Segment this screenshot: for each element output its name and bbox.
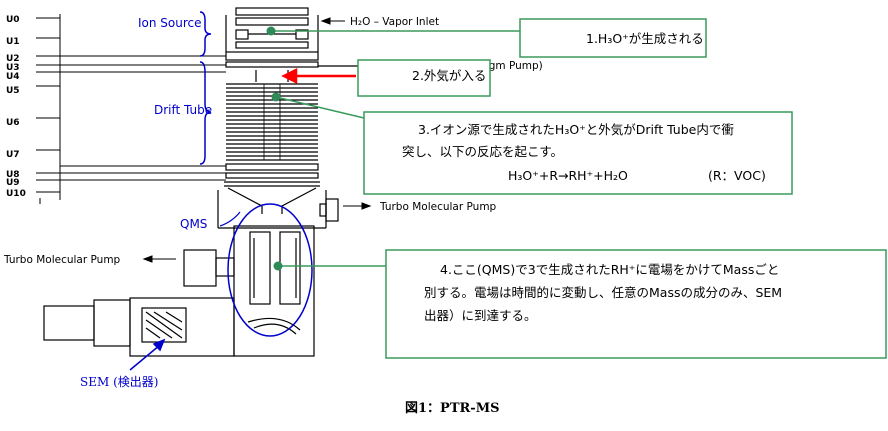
turbo-pump-left-arrow (142, 255, 176, 263)
ion-source (225, 7, 319, 52)
callout-leaders (272, 30, 520, 267)
label-u7: U7 (6, 150, 20, 160)
callout-2: 2.外気が入る (357, 59, 491, 97)
callout-3-note: (R：VOC) (708, 168, 766, 183)
turbo-pump-right-label: Turbo Molecular Pump (379, 201, 497, 213)
qms-highlight-ellipse (227, 203, 313, 337)
vapor-inlet-label: H₂O – Vapor Inlet (350, 16, 439, 28)
diaphragm-pump-label: ragm Pump) (478, 60, 543, 72)
sem-label: SEM (検出器) (80, 375, 158, 389)
callout-2-text: 2.外気が入る (412, 68, 486, 83)
callout-3-reaction: H₃O⁺+R→RH⁺+H₂O (508, 168, 628, 183)
vapor-inlet-arrow (320, 17, 345, 25)
callout-4-line2: 別する。電場は時間的に変動し、任意のMassの成分のみ、SEM (424, 285, 782, 300)
section-braces (199, 11, 212, 165)
label-u8: U8 (6, 170, 20, 180)
label-u1: U1 (6, 37, 20, 47)
ion-source-label: Ion Source (138, 16, 202, 30)
label-u10: U10 (6, 189, 26, 199)
label-u9: U9 (6, 178, 20, 188)
figure-caption: 図1：PTR-MS (405, 401, 499, 416)
turbo-pump-right-arrow (343, 202, 372, 210)
qms-pointer (219, 211, 241, 227)
callout-1-text: 1.H₃O⁺が生成される (586, 31, 704, 46)
electrode-ladder (36, 14, 226, 204)
outside-air-arrow (281, 67, 356, 85)
qms-body (233, 225, 315, 357)
callout-4: 4.ここ(QMS)で3で生成されたRH⁺に電場をかけてMassごと 別する。電場… (385, 249, 887, 359)
callout-1: 1.H₃O⁺が生成される (519, 18, 707, 58)
callout-4-line3: 出器）に到達する。 (424, 308, 537, 323)
sem-pointer-arrow (129, 338, 166, 371)
callout-3-line2: 突し、以下の反応を起こす。 (402, 144, 563, 159)
callout-3-line1: 3.イオン源で生成されたH₃O⁺と外気がDrift Tube内で衝 (418, 122, 734, 137)
electrode-labels: U0 U1 U2 U3 U4 U5 U6 U7 U8 U9 U10 (6, 15, 26, 199)
sem-detector (43, 297, 235, 357)
callout-4-line1: 4.ここ(QMS)で3で生成されたRH⁺に電場をかけてMassごと (440, 262, 779, 277)
label-u6: U6 (6, 118, 20, 128)
label-u5: U5 (6, 86, 20, 96)
label-u3: U3 (6, 63, 20, 73)
transfer-chamber (217, 181, 327, 229)
label-u2: U2 (6, 54, 20, 64)
label-u0: U0 (6, 15, 20, 25)
marker-qms (273, 261, 283, 271)
drift-tube-label: Drift Tube (154, 103, 212, 117)
marker-ion-source (266, 26, 276, 36)
turbo-pump-left-label: Turbo Molecular Pump (3, 254, 121, 266)
label-u4: U4 (6, 72, 20, 82)
turbo-pump-left (183, 249, 235, 287)
callout-3: 3.イオン源で生成されたH₃O⁺と外気がDrift Tube内で衝 突し、以下の… (363, 111, 793, 195)
turbo-pump-right (319, 198, 339, 222)
marker-drift-tube (271, 92, 281, 102)
qms-label: QMS (180, 217, 207, 231)
